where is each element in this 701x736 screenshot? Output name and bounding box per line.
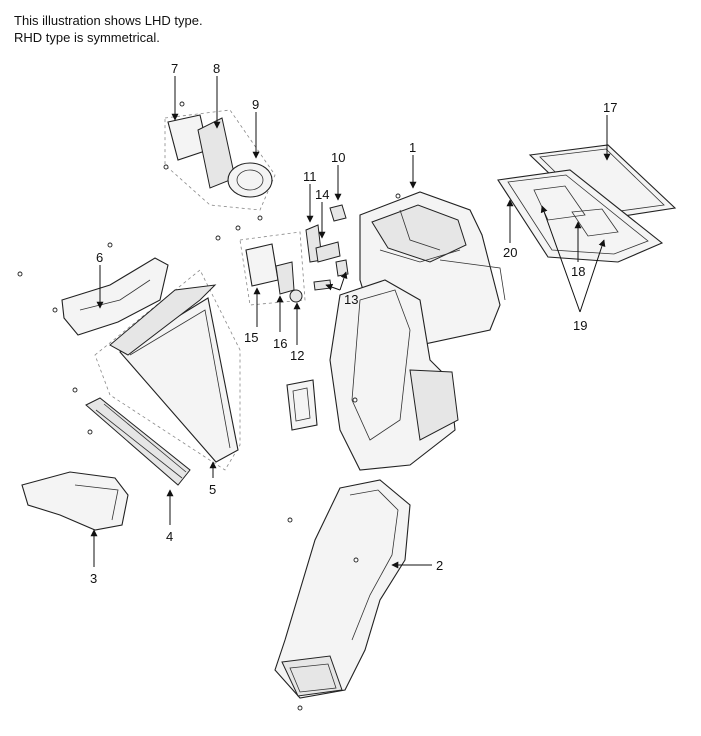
callout-13: 13: [344, 292, 358, 307]
callout-19: 19: [573, 318, 587, 333]
callout-7: 7: [171, 61, 178, 76]
note-lhd: This illustration shows LHD type.: [14, 13, 203, 28]
callout-14: 14: [315, 187, 329, 202]
callout-11: 11: [303, 169, 317, 184]
part-filter-frame-20: [497, 169, 664, 263]
part-bracket-6: [61, 257, 169, 336]
callout-8: 8: [213, 61, 220, 76]
callout-12: 12: [290, 348, 304, 363]
leader-lines: [90, 76, 611, 569]
callout-18: 18: [571, 264, 585, 279]
note-rhd: RHD type is symmetrical.: [14, 30, 160, 45]
callout-10: 10: [331, 150, 345, 165]
part-actuator-15: [239, 231, 306, 306]
callout-16: 16: [273, 336, 287, 351]
part-case-1: [329, 191, 506, 471]
screws: [17, 101, 401, 711]
callout-5: 5: [209, 482, 216, 497]
part-duct-3: [21, 471, 129, 531]
callout-9: 9: [252, 97, 259, 112]
callout-20: 20: [503, 245, 517, 260]
callout-15: 15: [244, 330, 258, 345]
callouts: 1 2 3 4 5 6 7 8 9 10 11 12 13 14 15 16 1…: [90, 61, 617, 586]
callout-17: 17: [603, 100, 617, 115]
callout-4: 4: [166, 529, 173, 544]
part-heater-group: [85, 269, 241, 486]
callout-2: 2: [436, 558, 443, 573]
part-duct-2: [274, 479, 411, 699]
callout-1: 1: [409, 140, 416, 155]
part-actuator-group: [164, 109, 276, 211]
part-levers: [289, 204, 349, 303]
callout-6: 6: [96, 250, 103, 265]
part-gasket: [286, 379, 318, 431]
callout-3: 3: [90, 571, 97, 586]
